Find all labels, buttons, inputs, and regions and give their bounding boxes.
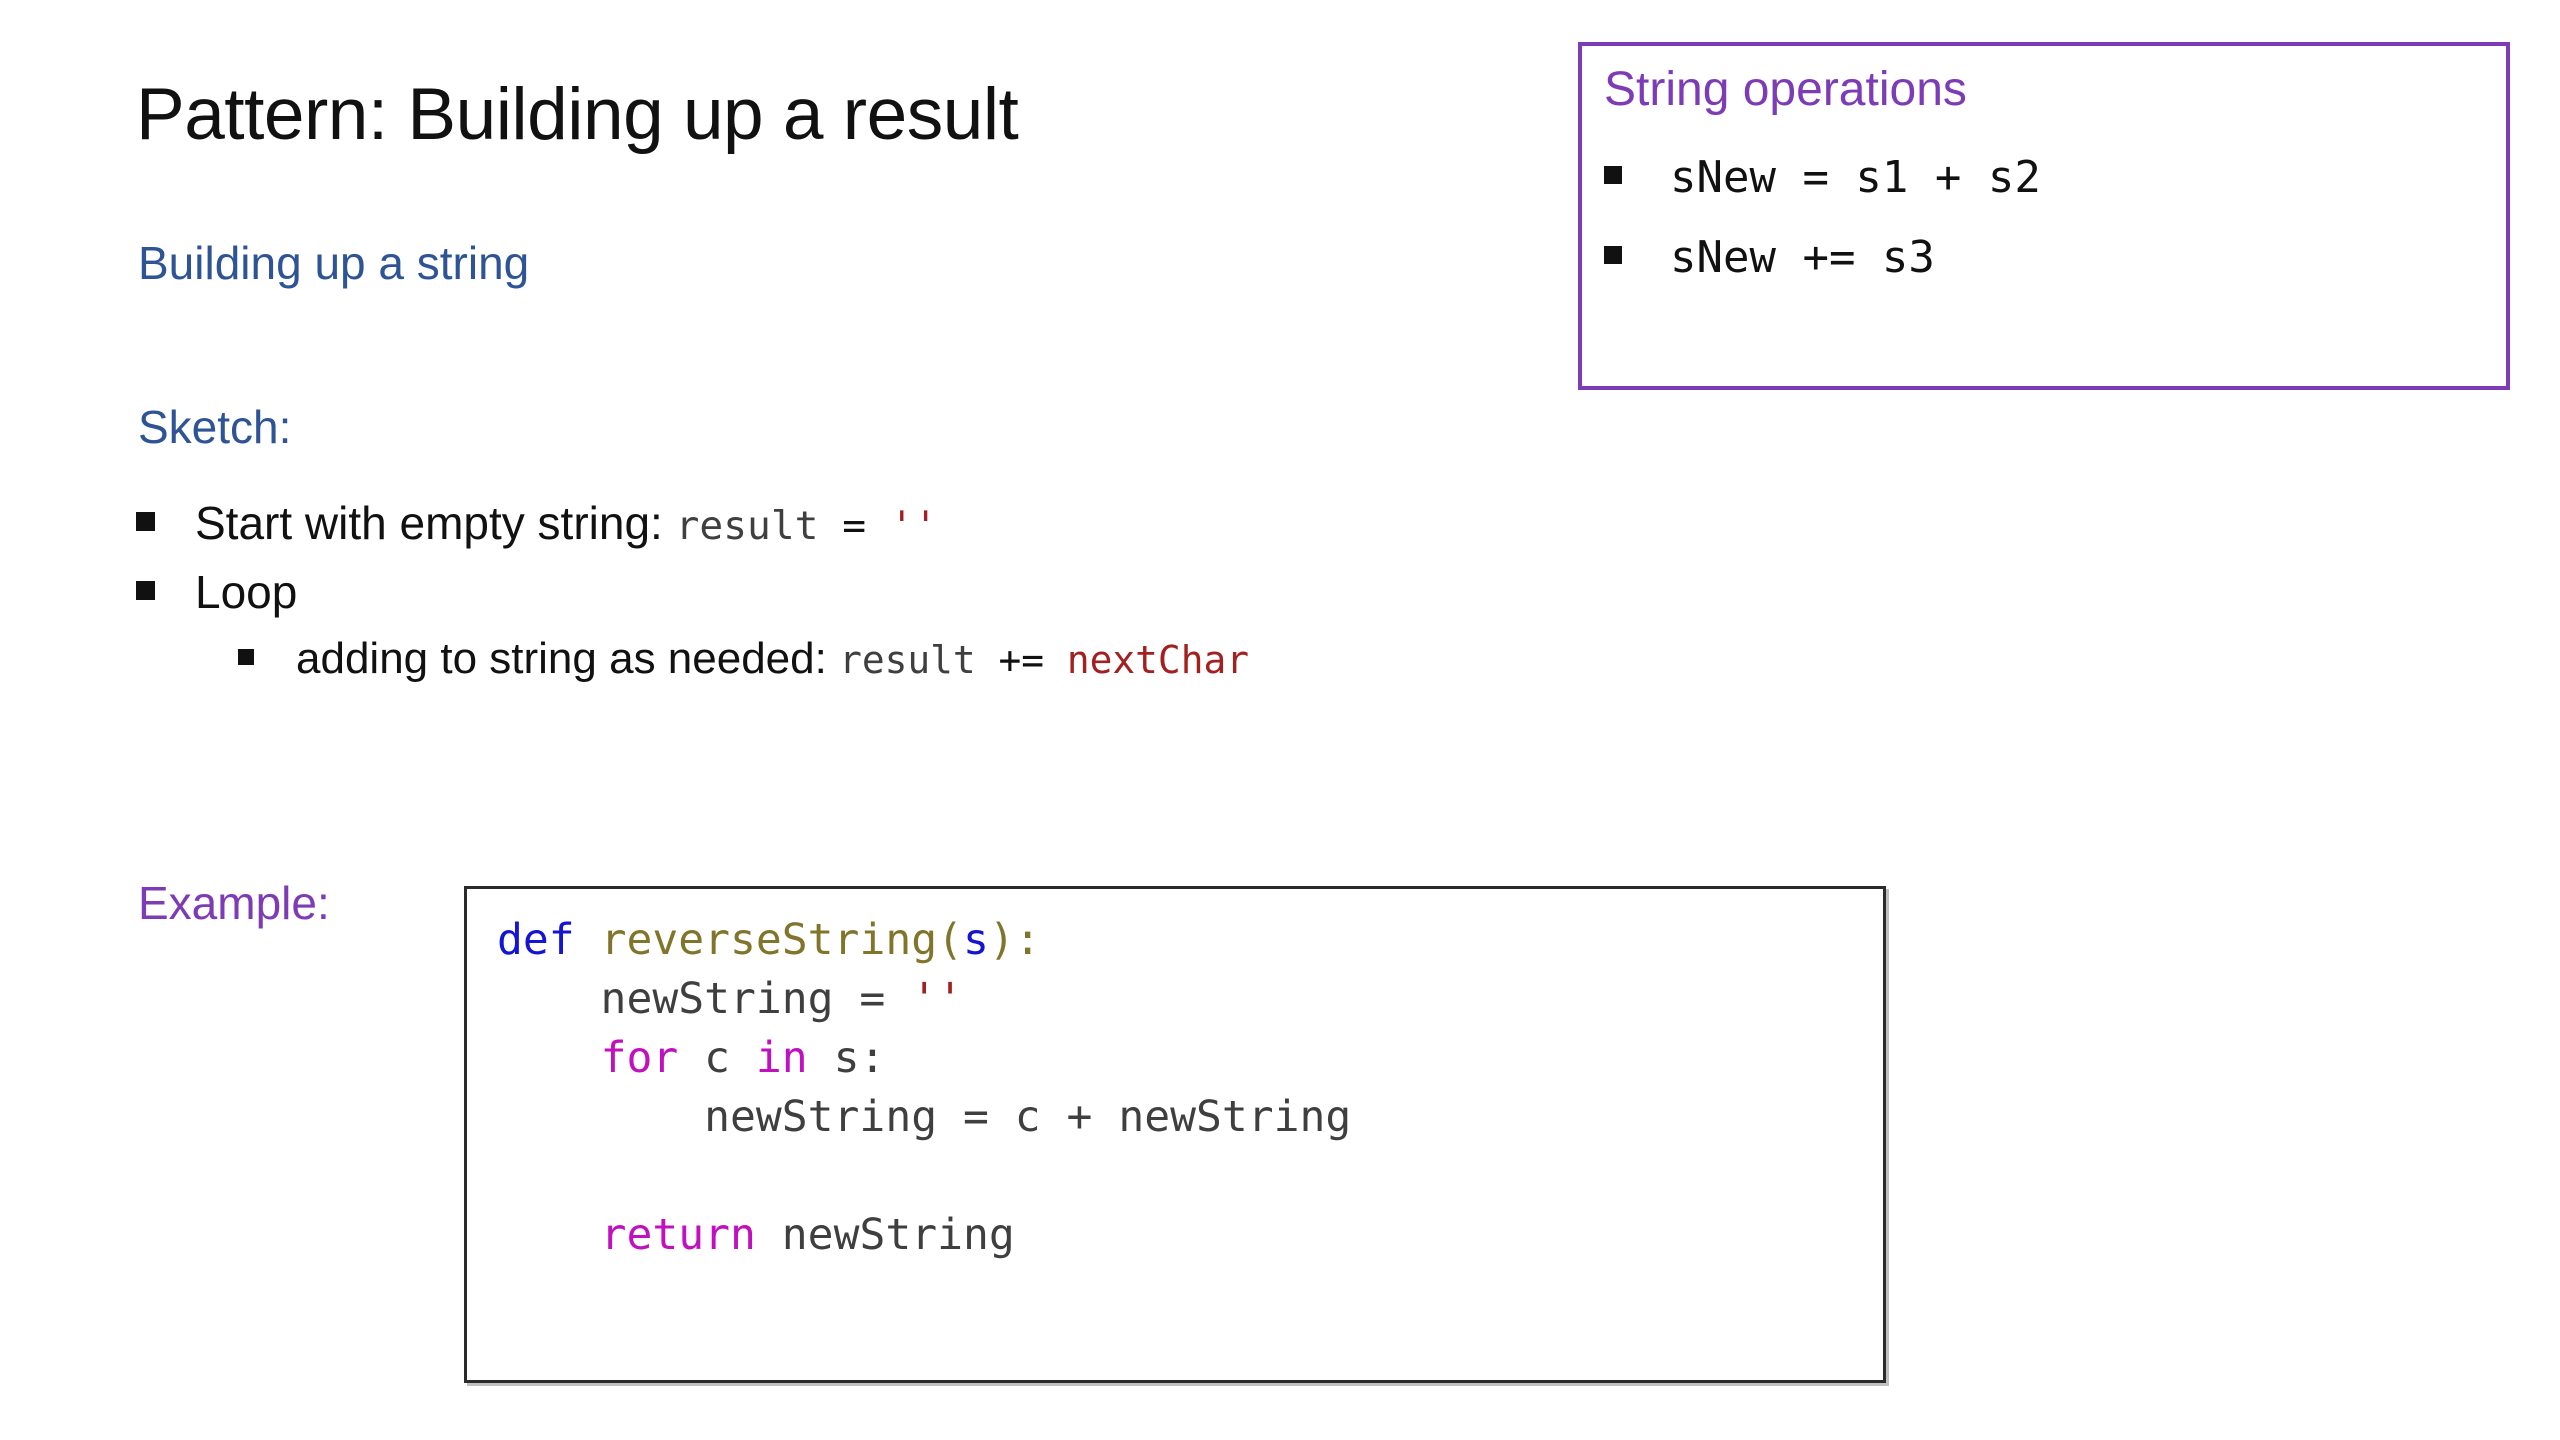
code-empty-string-literal: '': [911, 973, 963, 1024]
list-item: Start with empty string: result = '': [136, 500, 2236, 547]
string-operation-code: sNew = s1 + s2: [1670, 152, 2041, 203]
code-keyword-return: return: [600, 1209, 756, 1260]
python-code-snippet: def reverseString(s): newString = '' for…: [467, 889, 1883, 1264]
inline-code-string: '': [889, 503, 938, 549]
inline-code-operator: =: [818, 503, 890, 549]
sketch-heading: Sketch:: [138, 401, 292, 453]
square-bullet-icon: [1604, 166, 1622, 184]
code-paren-open: (: [937, 915, 963, 965]
bullet-text: adding to string as needed: result += ne…: [296, 633, 1250, 683]
inline-code-operator: +=: [975, 637, 1067, 682]
inline-code-variable: result: [839, 637, 976, 682]
page-subtitle: Building up a string: [138, 237, 530, 289]
code-loop-var: c: [678, 1032, 756, 1083]
page-title: Pattern: Building up a result: [136, 74, 1019, 155]
example-code-box: def reverseString(s): newString = '' for…: [464, 886, 1886, 1383]
string-operations-title: String operations: [1604, 63, 1967, 116]
sketch-bullet-list: Start with empty string: result = '' Loo…: [136, 500, 2236, 703]
bullet-prose: Loop: [195, 565, 298, 618]
list-item: sNew = s1 + s2: [1604, 156, 2484, 200]
code-keyword-in: in: [755, 1032, 808, 1083]
list-item: sNew += s3: [1604, 236, 2484, 280]
code-keyword-def: def: [497, 915, 575, 965]
code-space: [575, 915, 601, 965]
square-bullet-icon: [238, 648, 254, 665]
string-operation-code: sNew += s3: [1670, 232, 1935, 283]
code-body-line: newString = c + newString: [497, 1091, 1352, 1142]
bullet-prose: Start with empty string:: [195, 497, 676, 549]
string-operations-list: sNew = s1 + s2 sNew += s3: [1604, 156, 2484, 316]
code-indent: [497, 1033, 601, 1083]
code-indent: [497, 1210, 601, 1260]
code-paren-close: ):: [988, 915, 1041, 965]
list-item: adding to string as needed: result += ne…: [238, 633, 2236, 683]
code-argument: s: [963, 915, 989, 965]
square-bullet-icon: [136, 580, 155, 600]
square-bullet-icon: [136, 512, 155, 531]
example-heading: Example:: [138, 877, 330, 929]
square-bullet-icon: [1604, 246, 1622, 264]
code-keyword-for: for: [600, 1032, 679, 1083]
code-function-name: reverseString: [600, 915, 938, 965]
inline-code-variable: result: [675, 503, 819, 549]
code-assign-line: newString =: [497, 973, 912, 1024]
string-operations-callout: String operations sNew = s1 + s2 sNew +=…: [1578, 42, 2510, 390]
bullet-text: Start with empty string: result = '': [195, 500, 938, 547]
code-return-value: newString: [755, 1209, 1015, 1260]
code-loop-iterable: s:: [807, 1032, 886, 1083]
list-item: Loop: [136, 569, 2236, 615]
bullet-prose: adding to string as needed:: [296, 633, 840, 683]
bullet-text: Loop: [195, 569, 297, 615]
inline-code-identifier: nextChar: [1066, 637, 1250, 682]
